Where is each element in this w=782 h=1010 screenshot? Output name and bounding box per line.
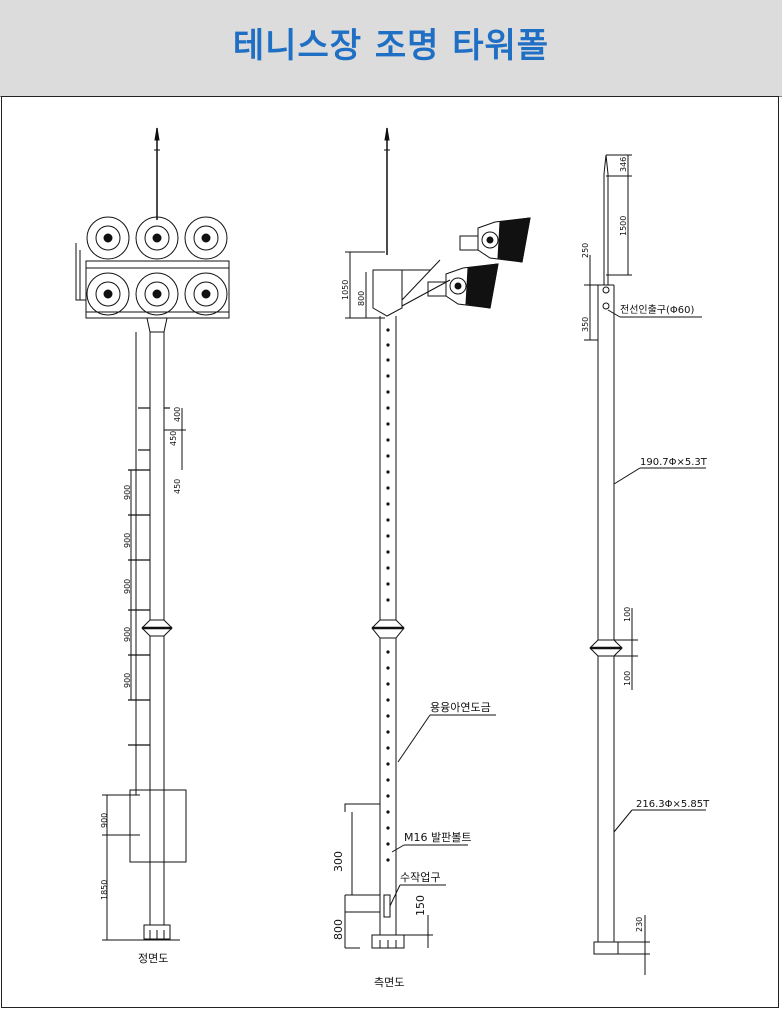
drawing-frame [1,96,779,1008]
side-dim-150: 150 [414,895,427,916]
front-dim-450-b: 450 [173,479,182,494]
side-label-step-bolt: M16 발판볼트 [404,831,471,844]
side-view-drawing [344,127,531,949]
right-label-cable-outlet: 전선인출구(Φ60) [620,304,694,316]
floodlight-row-bottom [86,272,228,316]
side-view-label: 측면도 [374,976,404,989]
front-dim-900-b: 900 [123,533,132,548]
side-label-galvanized: 용융아연도금 [430,701,491,714]
side-floodlight-lower [427,263,499,309]
front-dim-900-c: 900 [123,579,132,594]
front-dim-900-d: 900 [123,627,132,642]
front-dim-900-f: 900 [100,813,109,828]
front-view-drawing [75,127,230,941]
front-view-label: 정면도 [138,952,168,965]
front-dim-900-a: 900 [123,485,132,500]
page-title: 테니스장 조명 타워폴 [232,26,550,66]
side-floodlight-upper [459,217,531,263]
right-dim-100-b: 100 [623,671,632,686]
header-bar: 테니스장 조명 타워폴 [0,0,782,97]
side-dim-800-bottom: 800 [332,919,345,940]
floodlight-row-top [86,216,228,260]
front-dim-450-a: 450 [169,431,178,446]
front-dim-900-e: 900 [123,673,132,688]
right-dim-100-a: 100 [623,607,632,622]
right-dim-250: 250 [581,243,590,258]
right-label-upper-pipe: 190.7Φ×5.3T [640,457,708,468]
right-dim-1500: 1500 [619,216,628,236]
side-dim-300: 300 [332,851,345,872]
side-label-hand-hole: 수작업구 [400,871,440,884]
side-dim-1050: 1050 [341,280,350,300]
front-dim-1850: 1850 [100,880,109,900]
right-label-lower-pipe: 216.3Φ×5.85T [636,799,710,810]
right-dim-346: 346 [619,157,628,172]
detail-view-drawing [584,154,706,975]
side-dim-800-top: 800 [357,291,366,306]
right-dim-230: 230 [635,917,644,932]
step-bolt-dots [386,328,390,862]
front-dim-400: 400 [173,407,182,422]
right-dim-350: 350 [581,317,590,332]
